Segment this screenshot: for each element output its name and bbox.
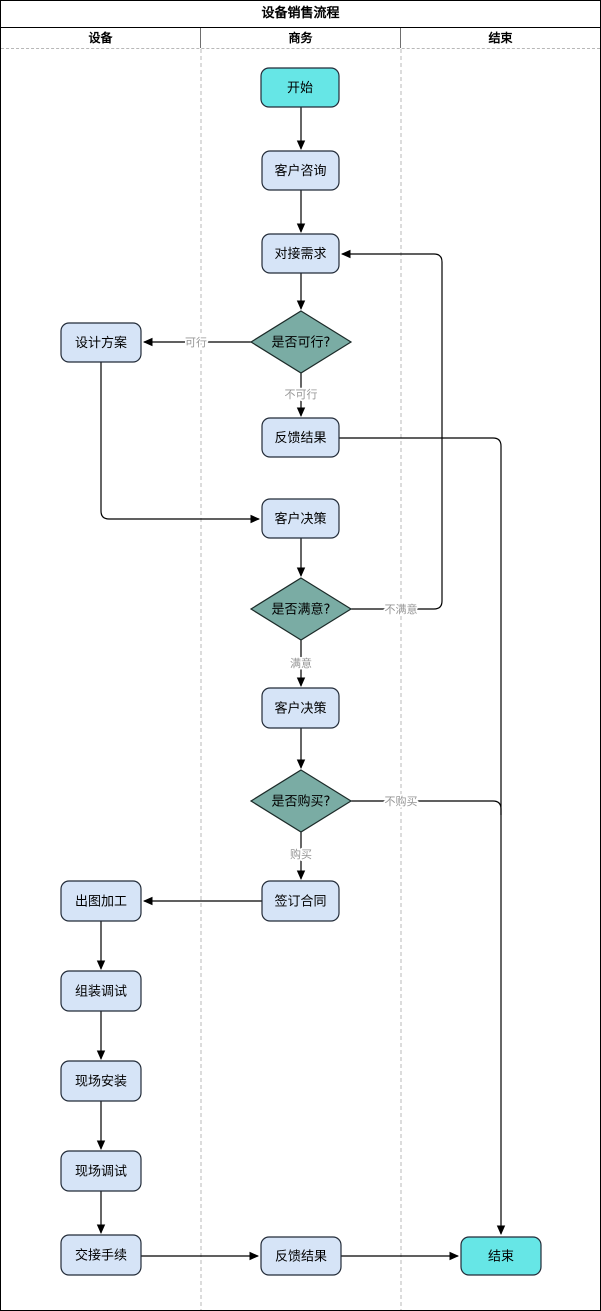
- edge-label-purchase-no: 不购买: [385, 794, 418, 808]
- diagram-title: 设备销售流程: [1, 1, 600, 28]
- node-label-feasible: 是否可行?: [272, 336, 331, 351]
- edge-layer: [96, 107, 506, 1261]
- node-label-feedback-result2: 反馈结果: [275, 1250, 327, 1265]
- node-label-assembly-debug: 组装调试: [75, 985, 127, 1000]
- flow-node-drawing-process[interactable]: [60, 880, 142, 922]
- node-label-align-needs: 对接需求: [274, 246, 326, 262]
- flow-edge-design-to-decide: [100, 362, 261, 524]
- flow-node-customer-inquiry[interactable]: [261, 150, 340, 191]
- flow-edge-purchase-no: [351, 800, 502, 815]
- flow-node-satisfied[interactable]: [249, 577, 353, 641]
- lane-header-equipment: 设备: [1, 28, 201, 48]
- edge-label-feasible-no: 不可行: [285, 388, 318, 401]
- flow-node-site-debug[interactable]: [60, 1150, 142, 1192]
- flow-edge-satisfied-no: [340, 249, 443, 610]
- node-label-purchase: 是否购买?: [272, 794, 331, 810]
- node-label-end: 结束: [488, 1250, 514, 1265]
- lane-dividers: [200, 49, 402, 1310]
- flow-node-feasible[interactable]: [249, 310, 353, 374]
- flow-node-handover[interactable]: [60, 1234, 142, 1276]
- edge-label-satisfied-no: 不满意: [385, 602, 418, 616]
- edge-label-purchase-yes: 购买: [290, 847, 312, 861]
- node-label-site-debug: 现场调试: [75, 1165, 127, 1180]
- edge-label-satisfied-yes: 满意: [290, 656, 312, 670]
- flow-edge-feedback-to-end: [339, 437, 506, 1236]
- flow-node-sign-contract[interactable]: [261, 880, 340, 922]
- flow-node-customer-decide1[interactable]: [261, 498, 340, 539]
- flow-node-align-needs[interactable]: [261, 233, 340, 274]
- flow-node-assembly-debug[interactable]: [60, 970, 142, 1012]
- lane-header-end: 结束: [488, 31, 513, 45]
- flow-node-feedback-result2[interactable]: [260, 1236, 342, 1276]
- node-label-customer-decide1: 客户决策: [274, 511, 326, 527]
- node-label-customer-inquiry: 客户咨询: [274, 163, 326, 179]
- flowchart-canvas: 开始客户咨询对接需求是否可行?设计方案反馈结果客户决策是否满意?客户决策是否购买…: [60, 49, 542, 1310]
- node-label-feedback-result: 反馈结果: [274, 431, 326, 446]
- flow-node-feedback-result[interactable]: [261, 417, 340, 458]
- flow-node-customer-decide2[interactable]: [261, 687, 340, 729]
- flow-node-end[interactable]: [460, 1236, 542, 1276]
- node-label-customer-decide2: 客户决策: [274, 701, 326, 717]
- node-label-handover: 交接手续: [75, 1248, 127, 1264]
- lane-header-row: 设备 商务 结束: [1, 28, 600, 49]
- flow-node-purchase[interactable]: [249, 769, 353, 833]
- node-label-start: 开始: [287, 81, 313, 96]
- node-layer: 开始客户咨询对接需求是否可行?设计方案反馈结果客户决策是否满意?客户决策是否购买…: [60, 67, 542, 1276]
- node-label-drawing-process: 出图加工: [75, 895, 127, 910]
- node-label-sign-contract: 签订合同: [274, 894, 326, 910]
- edge-label-feasible-yes: 可行: [185, 336, 207, 349]
- lane-header-business: 商务: [201, 28, 401, 48]
- flow-node-site-install[interactable]: [60, 1060, 142, 1102]
- flow-node-start[interactable]: [260, 67, 340, 108]
- node-label-satisfied: 是否满意?: [272, 602, 331, 618]
- node-label-design-plan: 设计方案: [75, 335, 127, 351]
- node-label-site-install: 现场安装: [75, 1075, 127, 1090]
- flow-node-design-plan[interactable]: [60, 322, 142, 363]
